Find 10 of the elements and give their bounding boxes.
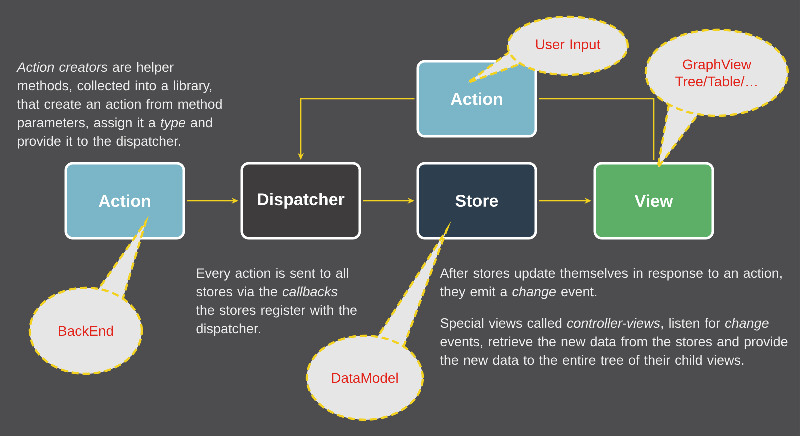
description-text: Every action is sent to all stores via the callbacks the stores register with the dispatcher.: [196, 268, 357, 336]
speech-bubble: BackEnd: [28, 216, 149, 376]
process-box: Action: [64, 162, 186, 240]
description-text: Action creators are helper methods, collected into a library, that create an action from method parameters, assign it a type and provide it to the dispatcher.: [16, 62, 222, 149]
process-box: Action: [416, 60, 538, 138]
description-text: After stores update themselves in response to an action, they emit a change event.: [440, 268, 782, 300]
process-box: View: [594, 162, 714, 240]
description-text: Special views called controller-views, listen for change events, retrieve the new data from the stores and provide the new data to the entire tree of their child views.: [440, 318, 788, 366]
process-box: Store: [416, 162, 538, 240]
process-box: Dispatcher: [240, 162, 362, 240]
